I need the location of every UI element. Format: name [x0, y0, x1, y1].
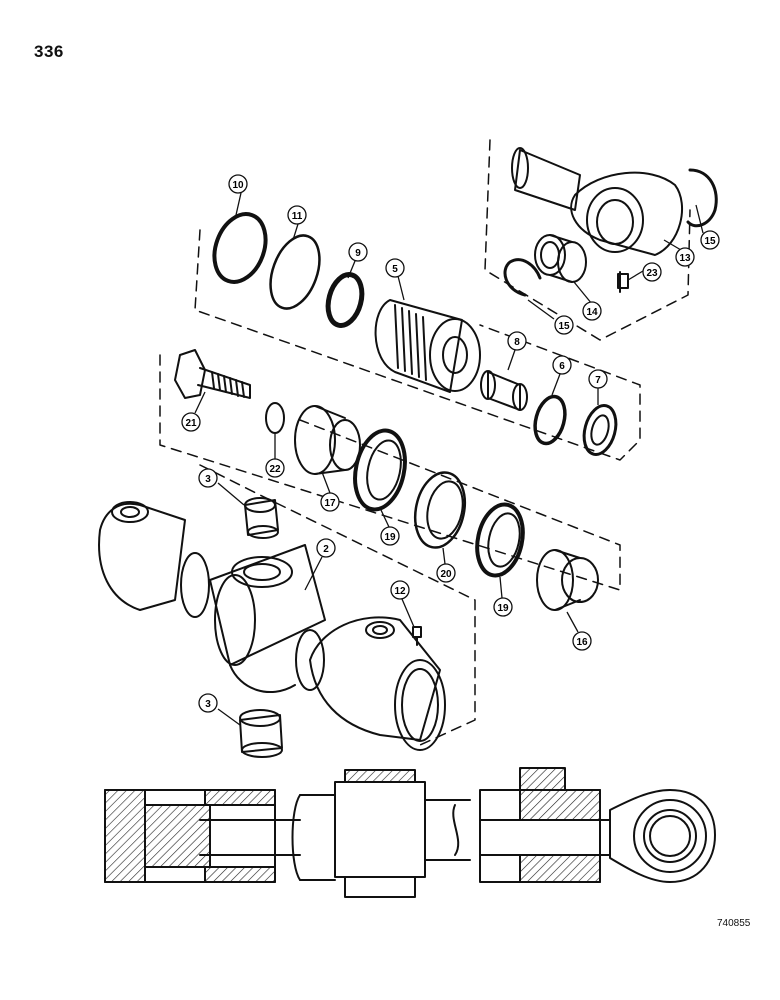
callout-label: 15 — [558, 321, 570, 332]
callout-6: 6 — [552, 355, 572, 375]
assembly-outline-rod-end — [484, 139, 691, 341]
callout-5: 5 — [385, 258, 405, 278]
callout-12: 12 — [390, 580, 410, 600]
callout-label: 10 — [232, 180, 244, 191]
snap-ring-left — [503, 258, 542, 297]
callout-23: 23 — [642, 262, 662, 282]
callout-label: 5 — [392, 264, 398, 275]
bolt-21 — [174, 349, 251, 399]
cylinder-tube-2 — [209, 544, 326, 694]
wiper-7 — [582, 404, 618, 456]
callout-19-upper: 19 — [380, 526, 400, 546]
callout-label: 21 — [185, 418, 197, 429]
callout-15-left: 15 — [554, 315, 574, 335]
piston-17 — [294, 405, 361, 475]
cross-section-view — [104, 767, 716, 898]
callout-15-right: 15 — [700, 230, 720, 250]
callout-label: 14 — [586, 307, 598, 318]
assembly-outline-gland — [194, 229, 641, 461]
callout-8: 8 — [507, 331, 527, 351]
callout-label: 6 — [559, 361, 565, 372]
snap-ring-right — [686, 168, 718, 228]
callout-11: 11 — [287, 205, 307, 225]
callout-2: 2 — [316, 538, 336, 558]
callout-label: 3 — [205, 474, 211, 485]
callout-3-lower: 3 — [198, 693, 218, 713]
callout-10: 10 — [228, 174, 248, 194]
figure-code: 740855 — [717, 918, 751, 929]
callout-label: 13 — [679, 253, 691, 264]
callout-label: 19 — [384, 532, 396, 543]
cylinder-cap-left — [98, 501, 210, 618]
page-number: 336 — [34, 42, 64, 61]
callout-20: 20 — [436, 563, 456, 583]
callout-label: 17 — [324, 498, 336, 509]
callout-label: 19 — [497, 603, 509, 614]
callout-3-upper: 3 — [198, 468, 218, 488]
callout-9: 9 — [348, 242, 368, 262]
callout-label: 9 — [355, 248, 361, 259]
assembly-outline-barrel — [199, 464, 476, 746]
seal-9 — [325, 272, 365, 328]
callout-label: 23 — [646, 268, 658, 279]
callout-label: 3 — [205, 699, 211, 710]
callout-19-lower: 19 — [493, 597, 513, 617]
callout-22: 22 — [265, 458, 285, 478]
callout-label: 11 — [292, 211, 303, 222]
piston-seal-19-lower — [475, 502, 525, 578]
washer-22 — [265, 402, 285, 434]
bushing-3-upper — [244, 497, 279, 539]
o-ring-10 — [212, 212, 268, 284]
callout-label: 2 — [323, 544, 329, 555]
screw-12 — [412, 626, 422, 646]
gland-5 — [374, 299, 481, 393]
callout-label: 12 — [394, 586, 406, 597]
callout-16: 16 — [572, 631, 592, 651]
callout-17: 17 — [320, 492, 340, 512]
callout-13: 13 — [675, 247, 695, 267]
callout-14: 14 — [582, 301, 602, 321]
callout-label: 15 — [704, 236, 716, 247]
assembly-outline-piston — [159, 354, 621, 591]
nut-16 — [536, 549, 599, 611]
rod-end-eye — [511, 147, 684, 256]
backup-ring-11 — [269, 234, 321, 310]
piston-seal-19-upper — [353, 428, 407, 512]
callouts: 10 11 9 5 8 6 7 21 22 17 19 20 19 16 3 2… — [181, 174, 720, 713]
wear-ring-20 — [413, 471, 467, 549]
callout-label: 8 — [514, 337, 520, 348]
bushing-8 — [480, 370, 528, 411]
callout-label: 7 — [595, 375, 601, 386]
bushing-3-lower — [239, 709, 283, 758]
callout-label: 22 — [269, 464, 281, 475]
seal-6 — [533, 394, 567, 446]
callout-21: 21 — [181, 412, 201, 432]
callout-7: 7 — [588, 369, 608, 389]
bushing-14 — [534, 234, 587, 283]
cylinder-barrel-right — [309, 616, 446, 751]
callout-label: 16 — [576, 637, 588, 648]
callout-label: 20 — [440, 569, 452, 580]
grease-fitting — [617, 271, 629, 293]
